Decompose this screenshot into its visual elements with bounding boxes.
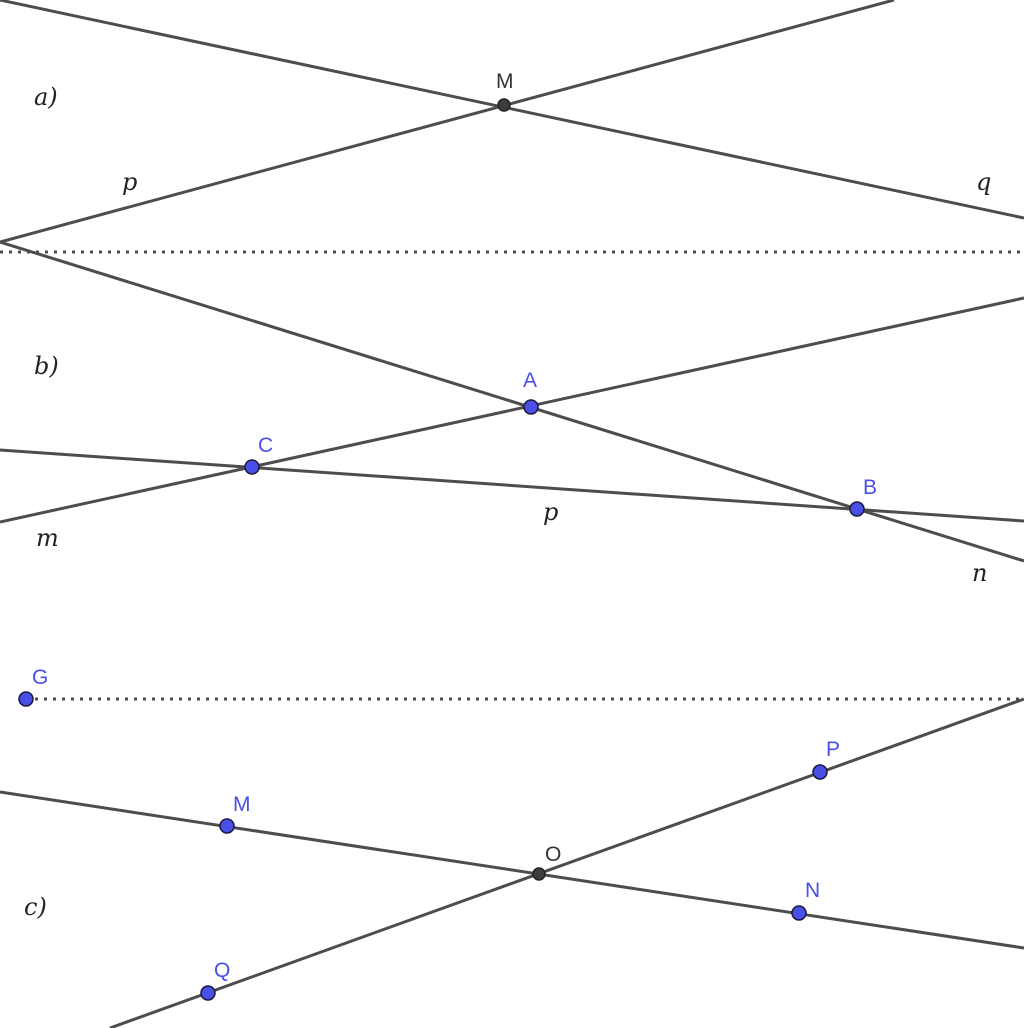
point-o-label: O (545, 843, 561, 866)
point-n[interactable] (791, 905, 807, 921)
line-pq (109, 697, 1024, 1028)
line-p-label: p (122, 168, 137, 196)
part-a-label: a) (34, 83, 58, 111)
point-q[interactable] (200, 985, 216, 1001)
point-m-label: M (496, 70, 514, 93)
line-q (0, 0, 1024, 220)
line-mn (0, 790, 1024, 950)
line-n-label: n (972, 559, 987, 587)
part-c-label: c) (24, 893, 47, 921)
point-a-label: A (523, 369, 537, 392)
line-p (0, 0, 895, 244)
point-g-label: G (32, 666, 48, 689)
point-b-label: B (863, 476, 877, 499)
line-m-label: m (36, 524, 59, 552)
point-c-label: C (258, 434, 273, 457)
line-n (0, 240, 1024, 563)
part-a: M p q a) (0, 0, 1024, 244)
part-b: A C B m p n b) (0, 240, 1024, 587)
part-c: G M N P Q O c) (0, 666, 1024, 1028)
point-m-label: M (233, 793, 251, 816)
point-a[interactable] (523, 399, 539, 415)
point-o (532, 867, 546, 881)
point-g[interactable] (18, 691, 34, 707)
line-m (0, 296, 1024, 524)
line-p-label: p (543, 498, 558, 526)
point-n-label: N (805, 879, 820, 902)
point-c[interactable] (244, 459, 260, 475)
part-b-label: b) (34, 352, 59, 380)
point-q-label: Q (214, 959, 230, 982)
point-p-label: P (826, 738, 840, 761)
point-m[interactable] (219, 818, 235, 834)
point-p[interactable] (812, 764, 828, 780)
point-m (497, 98, 511, 112)
point-b[interactable] (849, 501, 865, 517)
line-q-label: q (976, 168, 991, 196)
